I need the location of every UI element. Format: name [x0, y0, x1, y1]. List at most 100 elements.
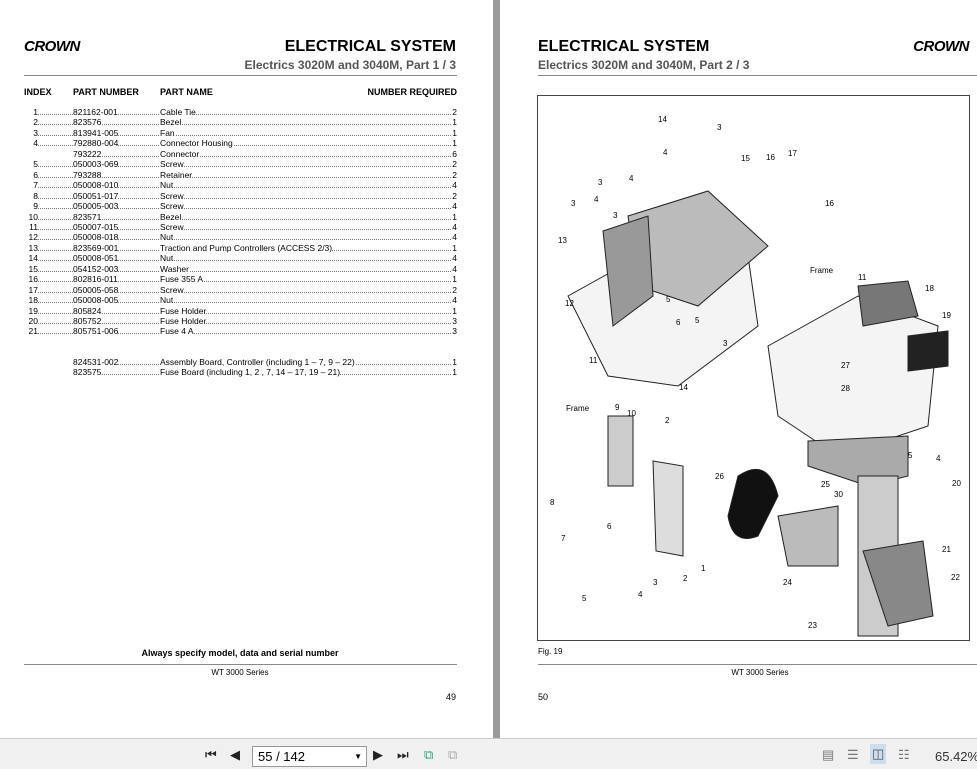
- cell-part-name: Bezel: [160, 211, 182, 222]
- crown-logo: CROWN: [913, 38, 969, 55]
- last-page-icon[interactable]: ⏭: [397, 747, 409, 762]
- cell-index: 13: [24, 242, 38, 253]
- callout-label: 1: [701, 564, 706, 573]
- dropdown-arrow-icon[interactable]: ▼: [354, 752, 362, 761]
- cell-part-number: 793222: [73, 148, 102, 159]
- cell-quantity: 3: [452, 326, 457, 337]
- callout-label: 23: [808, 621, 817, 630]
- continuous-facing-icon[interactable]: ☷: [898, 747, 910, 762]
- right-page: ELECTRICAL SYSTEM Electrics 3020M and 30…: [500, 0, 977, 738]
- rotate-icon[interactable]: ⧉: [424, 747, 434, 762]
- callout-label: 11: [589, 356, 598, 365]
- page-number-input[interactable]: 55 / 142 ▼: [252, 746, 367, 767]
- crown-logo: CROWN: [24, 38, 80, 55]
- previous-page-icon[interactable]: ◀: [230, 747, 240, 762]
- cell-index: 16: [24, 274, 38, 285]
- callout-label: 22: [951, 573, 960, 582]
- cell-index: 5: [24, 159, 38, 170]
- page-number: 49: [445, 692, 456, 702]
- callout-label: 3: [598, 178, 603, 187]
- cell-part-number: 813941-005: [73, 127, 119, 138]
- cell-part-name: Traction and Pump Controllers (ACCESS 2/…: [160, 242, 333, 253]
- cell-part-name: Connector Housing: [160, 138, 233, 149]
- callout-label: 5: [666, 295, 671, 304]
- callout-label: 24: [783, 578, 792, 587]
- col-part-number: PART NUMBER: [73, 87, 139, 97]
- cell-part-name: Nut: [160, 253, 174, 264]
- callout-label: 15: [741, 154, 750, 163]
- page-subtitle: Electrics 3020M and 3040M, Part 1 / 3: [244, 58, 456, 72]
- cell-part-number: 823575: [73, 367, 102, 378]
- cell-part-name: Cable Tie: [160, 107, 196, 117]
- cell-part-number: 805751-006: [73, 326, 119, 337]
- cell-quantity: 2: [452, 159, 457, 170]
- cell-part-number: 050003-069: [73, 159, 119, 170]
- cell-part-number: 824531-002: [73, 357, 119, 367]
- cell-part-number: 050005-058: [73, 284, 119, 295]
- callout-label: 5: [695, 316, 700, 325]
- single-page-icon[interactable]: ▤: [822, 747, 835, 762]
- callout-label: 16: [825, 199, 834, 208]
- cell-index: 15: [24, 263, 38, 274]
- callout-label: 3: [613, 211, 618, 220]
- copy-icon[interactable]: ⧉: [448, 747, 458, 762]
- cell-quantity: 1: [452, 211, 457, 222]
- cell-quantity: 6: [452, 148, 457, 159]
- cell-index: 19: [24, 305, 38, 316]
- cell-part-name: Nut: [160, 232, 174, 243]
- cell-quantity: 4: [452, 221, 457, 232]
- callout-label: 7: [561, 534, 566, 543]
- first-page-icon[interactable]: ⏮: [205, 747, 217, 762]
- callout-label: 13: [558, 236, 567, 245]
- parts-row: 3 813941-005 Fan 1: [24, 127, 457, 138]
- cell-quantity: 4: [452, 180, 457, 191]
- next-page-icon[interactable]: ▶: [373, 747, 383, 762]
- figure-label: Fig. 19: [538, 647, 563, 656]
- facing-icon[interactable]: ◫: [870, 744, 887, 764]
- cell-quantity: 4: [452, 201, 457, 212]
- callout-label: 4: [629, 174, 634, 183]
- continuous-icon[interactable]: ☰: [847, 747, 859, 762]
- cell-quantity: 1: [452, 127, 457, 138]
- cell-quantity: 3: [452, 316, 457, 326]
- cell-quantity: 1: [452, 305, 457, 316]
- cell-part-number: 823571: [73, 211, 102, 222]
- callout-label: 4: [638, 590, 643, 599]
- cell-index: 4: [24, 138, 38, 149]
- cell-index: 20: [24, 316, 38, 326]
- page-title: ELECTRICAL SYSTEM: [538, 38, 710, 55]
- cell-index: 9: [24, 201, 38, 212]
- cell-part-number: 792880-004: [73, 138, 119, 149]
- callout-label: 20: [952, 479, 961, 488]
- cell-part-name: Nut: [160, 180, 174, 191]
- col-index: INDEX: [24, 87, 52, 97]
- callout-label: 3: [717, 123, 722, 132]
- callout-label: 5: [908, 451, 913, 460]
- callout-label: 4: [936, 454, 941, 463]
- cell-quantity: 4: [452, 253, 457, 264]
- cell-part-number: 823569-001: [73, 242, 119, 253]
- zoom-level[interactable]: 65.42%: [935, 749, 977, 764]
- callout-label: 9: [615, 403, 620, 412]
- callout-label: 14: [679, 383, 688, 392]
- callout-label: 27: [841, 361, 850, 370]
- cell-index: 12: [24, 232, 38, 243]
- cell-part-name: Fan: [160, 127, 175, 138]
- cell-quantity: 4: [452, 232, 457, 243]
- cell-quantity: 2: [452, 284, 457, 295]
- cell-quantity: 1: [452, 357, 457, 367]
- cell-part-name: Fuse Holder: [160, 305, 207, 316]
- cell-index: 3: [24, 127, 38, 138]
- page-value: 55 / 142: [258, 749, 305, 764]
- cell-part-number: 054152-003: [73, 263, 119, 274]
- callout-label: 2: [683, 574, 688, 583]
- cell-index: 6: [24, 169, 38, 180]
